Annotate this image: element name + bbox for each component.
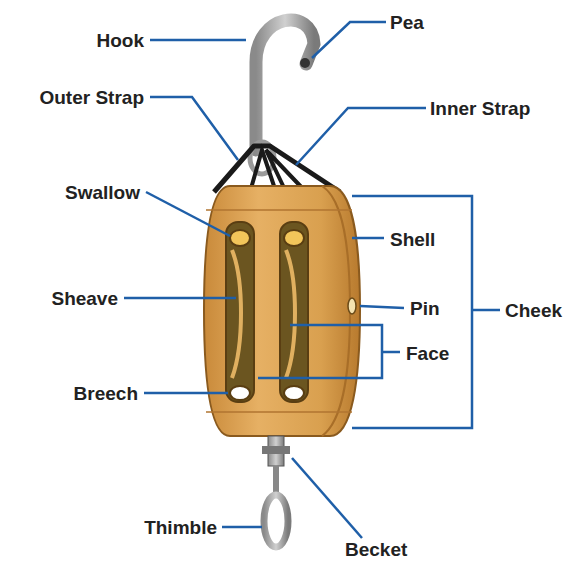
thimble — [264, 495, 288, 547]
shell-edge — [322, 186, 350, 436]
swallow — [284, 230, 304, 246]
sheave-slot — [226, 222, 254, 402]
part-label: Sheave — [51, 289, 118, 308]
breech — [230, 386, 250, 400]
pea — [300, 58, 310, 68]
sheave — [232, 250, 241, 378]
part-label: Outer Strap — [39, 88, 144, 107]
part-label: Breech — [74, 384, 138, 403]
sheave — [286, 250, 295, 378]
breech — [284, 386, 304, 400]
block-shell — [204, 186, 360, 436]
becket — [262, 446, 290, 454]
part-label: Pin — [410, 299, 440, 318]
pin — [348, 298, 356, 314]
part-label: Shell — [390, 230, 435, 249]
part-label: Swallow — [65, 183, 140, 202]
part-label: Becket — [345, 540, 407, 559]
part-label: Inner Strap — [430, 99, 530, 118]
part-label: Thimble — [144, 518, 217, 537]
part-label: Hook — [97, 31, 145, 50]
part-label: Face — [406, 344, 449, 363]
part-label: Pea — [390, 13, 424, 32]
part-label: Cheek — [505, 301, 562, 320]
swallow — [230, 230, 250, 246]
sheave-slot — [280, 222, 308, 402]
hook — [256, 20, 314, 150]
